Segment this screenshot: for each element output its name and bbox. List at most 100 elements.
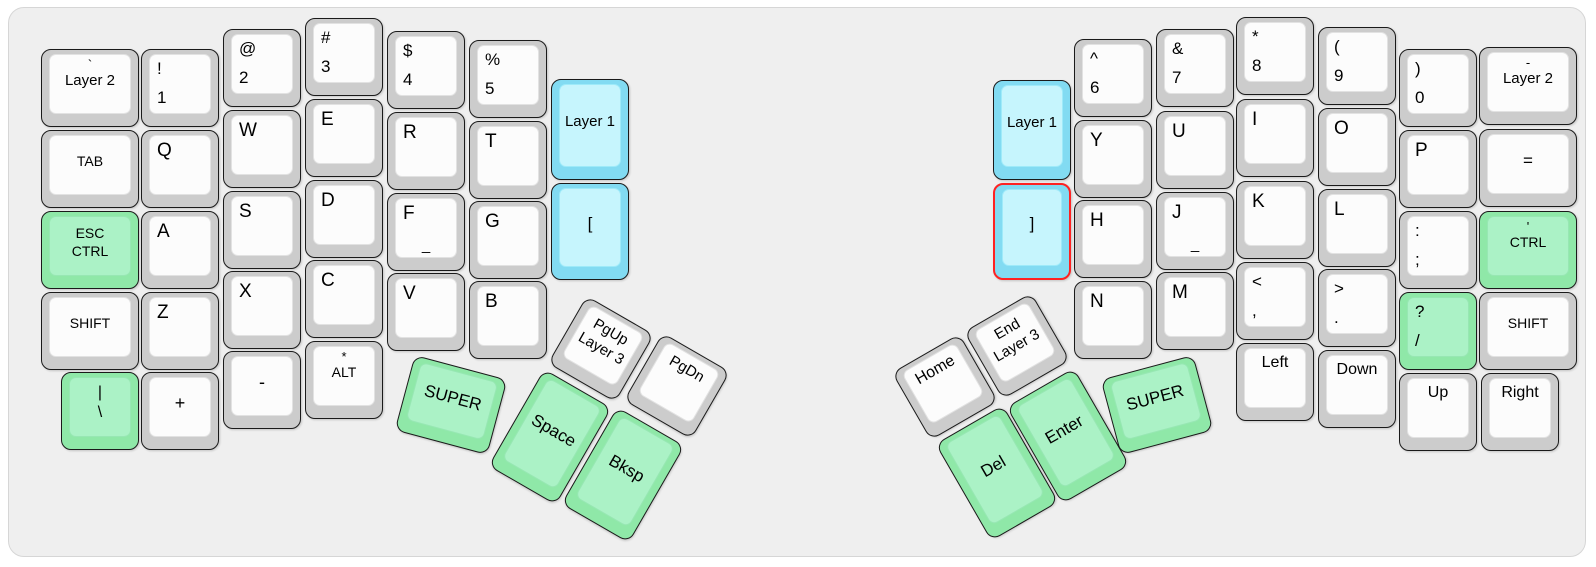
keycap-surface: &7 bbox=[1164, 34, 1226, 94]
key-dollar-4[interactable]: $4 bbox=[387, 31, 465, 109]
keycap-surface: G bbox=[477, 206, 539, 266]
key-label: - bbox=[1525, 55, 1531, 70]
key-label-group: TAB bbox=[50, 136, 130, 186]
key-super-left[interactable]: SUPER bbox=[394, 354, 508, 456]
key-y[interactable]: Y bbox=[1074, 120, 1152, 198]
key-percent-5[interactable]: %5 bbox=[469, 40, 547, 118]
key-quote-ctrl[interactable]: 'CTRL bbox=[1479, 211, 1577, 289]
key-label: SHIFT bbox=[1507, 315, 1549, 331]
key-t[interactable]: T bbox=[469, 121, 547, 199]
key-label: Home bbox=[912, 352, 958, 389]
keycap-surface: T bbox=[477, 126, 539, 186]
key-q[interactable]: Q bbox=[141, 130, 219, 208]
keycap-surface: E bbox=[313, 104, 375, 164]
key-label-group: [ bbox=[560, 189, 620, 258]
keycap-surface: @2 bbox=[231, 34, 293, 94]
key-hash-3[interactable]: #3 bbox=[305, 18, 383, 96]
key-r[interactable]: R bbox=[387, 112, 465, 190]
key-at-2[interactable]: @2 bbox=[223, 29, 301, 107]
key-minus-left[interactable]: - bbox=[223, 351, 301, 429]
key-tab[interactable]: TAB bbox=[41, 130, 139, 208]
keycap-surface: *ALT bbox=[313, 346, 375, 406]
key-j[interactable]: J_ bbox=[1156, 192, 1234, 270]
key-label: * bbox=[341, 349, 347, 364]
key-colon-semicolon[interactable]: :; bbox=[1399, 211, 1477, 289]
key-n[interactable]: N bbox=[1074, 281, 1152, 359]
key-label-group: ALT bbox=[314, 347, 374, 397]
key-rbracket[interactable]: ] bbox=[993, 183, 1071, 280]
key-label: 8 bbox=[1252, 56, 1262, 75]
key-label: N bbox=[1090, 291, 1104, 312]
key-label: Space bbox=[528, 409, 580, 451]
key-label: 5 bbox=[485, 79, 495, 98]
key-v[interactable]: V bbox=[387, 273, 465, 351]
key-lbracket[interactable]: [ bbox=[551, 183, 629, 280]
key-shift-left[interactable]: SHIFT bbox=[41, 292, 139, 370]
key-minus-layer2[interactable]: -Layer 2 bbox=[1479, 47, 1577, 125]
key-arrow-right[interactable]: Right bbox=[1481, 373, 1559, 451]
key-lt-comma[interactable]: <, bbox=[1236, 262, 1314, 340]
key-amp-7[interactable]: &7 bbox=[1156, 29, 1234, 107]
key-label: Y bbox=[1090, 130, 1103, 151]
keycap-surface: Layer 1 bbox=[1001, 85, 1063, 167]
key-equals[interactable]: = bbox=[1479, 129, 1577, 207]
key-label-group: SUPER bbox=[409, 363, 497, 431]
key-label: Right bbox=[1501, 384, 1539, 401]
key-paren-0[interactable]: )0 bbox=[1399, 49, 1477, 127]
key-i[interactable]: I bbox=[1236, 99, 1314, 177]
key-g[interactable]: G bbox=[469, 201, 547, 279]
key-layer1-left[interactable]: Layer 1 bbox=[551, 79, 629, 180]
keycap-surface: Q bbox=[149, 135, 211, 195]
key-o[interactable]: O bbox=[1318, 108, 1396, 186]
key-h[interactable]: H bbox=[1074, 200, 1152, 278]
keycap-surface: U bbox=[1164, 116, 1226, 176]
key-label: 7 bbox=[1172, 68, 1182, 87]
key-excl-1[interactable]: !1 bbox=[141, 49, 219, 127]
key-super-right[interactable]: SUPER bbox=[1100, 354, 1214, 456]
key-e[interactable]: E bbox=[305, 99, 383, 177]
key-x[interactable]: X bbox=[223, 271, 301, 349]
key-label: I bbox=[1252, 109, 1258, 130]
key-pipe-backslash[interactable]: |\ bbox=[61, 372, 139, 450]
key-a[interactable]: A bbox=[141, 211, 219, 289]
key-layer1-right[interactable]: Layer 1 bbox=[993, 80, 1071, 180]
keycap-surface: $4 bbox=[395, 36, 457, 96]
key-star-8[interactable]: *8 bbox=[1236, 17, 1314, 95]
key-label-group: + bbox=[150, 378, 210, 428]
key-question-slash[interactable]: ?/ bbox=[1399, 292, 1477, 370]
key-f[interactable]: F_ bbox=[387, 193, 465, 271]
keycap-surface: R bbox=[395, 117, 457, 177]
key-label: Enter bbox=[1041, 410, 1087, 448]
key-w[interactable]: W bbox=[223, 110, 301, 188]
key-label: S bbox=[239, 201, 252, 222]
key-b[interactable]: B bbox=[469, 281, 547, 359]
key-label: $ bbox=[403, 41, 413, 60]
key-z[interactable]: Z bbox=[141, 292, 219, 370]
key-k[interactable]: K bbox=[1236, 181, 1314, 259]
key-c[interactable]: C bbox=[305, 260, 383, 338]
key-backtick-layer2[interactable]: `Layer 2 bbox=[41, 49, 139, 127]
keycap-surface: = bbox=[1487, 134, 1569, 194]
key-caret-6[interactable]: ^6 bbox=[1074, 39, 1152, 117]
key-s[interactable]: S bbox=[223, 191, 301, 269]
key-label: 6 bbox=[1090, 78, 1100, 97]
key-p[interactable]: P bbox=[1399, 130, 1477, 208]
key-shift-right[interactable]: SHIFT bbox=[1479, 292, 1577, 370]
key-d[interactable]: D bbox=[305, 180, 383, 258]
key-paren-9[interactable]: (9 bbox=[1318, 27, 1396, 105]
key-arrow-up[interactable]: Up bbox=[1399, 373, 1477, 451]
key-gt-period[interactable]: >. bbox=[1318, 269, 1396, 347]
key-arrow-down[interactable]: Down bbox=[1318, 350, 1396, 428]
key-m[interactable]: M bbox=[1156, 272, 1234, 350]
key-u[interactable]: U bbox=[1156, 111, 1234, 189]
key-label: ; bbox=[1415, 250, 1420, 269]
keycap-surface: Home bbox=[901, 342, 985, 426]
key-l[interactable]: L bbox=[1318, 189, 1396, 267]
key-plus[interactable]: + bbox=[141, 372, 219, 450]
key-arrow-left[interactable]: Left bbox=[1236, 343, 1314, 421]
key-star-alt[interactable]: *ALT bbox=[305, 341, 383, 419]
